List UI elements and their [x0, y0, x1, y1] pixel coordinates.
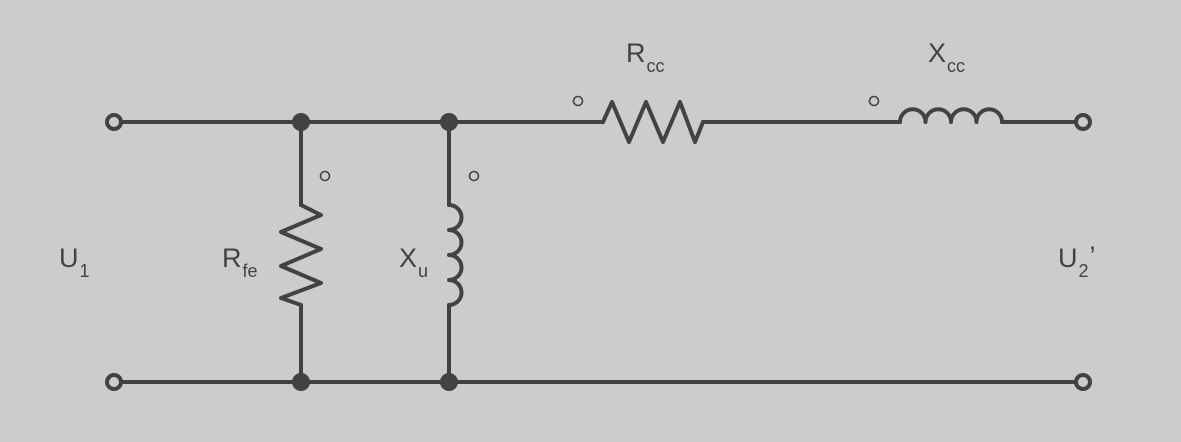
rcc-resistor-symbol: [601, 100, 705, 144]
marker-xu: [468, 170, 480, 182]
label-rcc: Rcc: [626, 38, 665, 76]
junction-dot-top-xu: [440, 113, 458, 131]
label-u1: U1: [59, 243, 90, 281]
marker-rcc: [572, 95, 584, 107]
marker-xcc: [868, 95, 880, 107]
label-xu: Xu: [399, 243, 428, 281]
rfe-resistor-symbol: [279, 203, 323, 307]
xcc-inductor-symbol: [898, 107, 1004, 124]
label-u2-prime: U2’: [1058, 241, 1096, 281]
label-rfe: Rfe: [222, 243, 258, 281]
terminal-output-top: [1074, 113, 1092, 131]
label-xcc: Xcc: [928, 38, 965, 76]
junction-dot-bottom-xu: [440, 373, 458, 391]
terminal-output-bottom: [1074, 373, 1092, 391]
marker-rfe: [319, 170, 331, 182]
terminal-input-top: [105, 113, 123, 131]
junction-dot-top-rfe: [292, 113, 310, 131]
junction-dot-bottom-rfe: [292, 373, 310, 391]
terminal-input-bottom: [105, 373, 123, 391]
xu-inductor-symbol: [447, 203, 464, 307]
